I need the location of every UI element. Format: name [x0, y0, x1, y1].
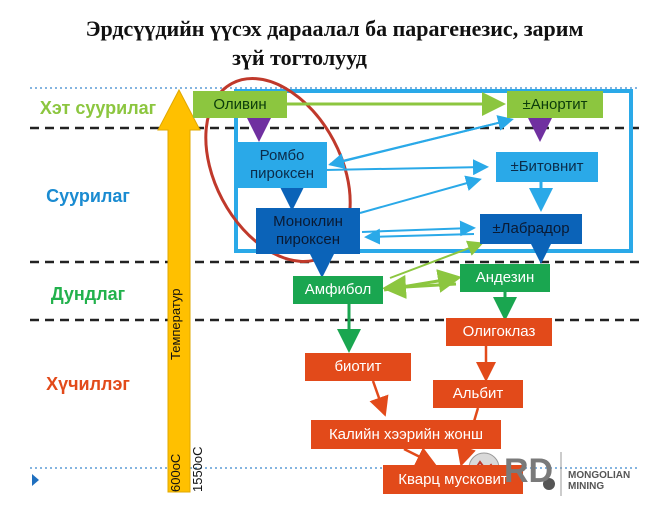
mineral-amphibole: Амфибол [293, 276, 383, 304]
temperature-high: 1550оС [190, 446, 205, 492]
mineral-bytownite: ±Битовнит [496, 152, 598, 182]
temperature-label: Температур [168, 288, 183, 360]
logo-mark: RD [504, 452, 554, 490]
mineral-andesine: Андезин [460, 264, 550, 292]
mineral-oligoclase: Олигоклаз [446, 318, 552, 346]
zone-basic: Суурилаг [46, 186, 130, 206]
zone-ultrabasic: Хэт суурилаг [39, 98, 157, 118]
zone-acidic: Хүчиллэг [46, 374, 130, 394]
title-line-2: зүй тогтолууд [232, 45, 367, 70]
title-line-1: Эрдсүүдийн үүсэх дараалал ба парагенезис… [85, 16, 584, 41]
mineral-rhombic-pyroxene: Ромбо пироксен [237, 142, 327, 188]
basic-frame [234, 89, 633, 253]
mineral-k-feldspar: Калийн хээрийн жонш [311, 420, 501, 449]
mineral-olivine: Оливин [193, 91, 287, 118]
mineral-anorthite: ±Анортит [507, 91, 603, 118]
temperature-low: 600оС [168, 453, 183, 492]
mineral-labradorite: ±Лабрадор [480, 214, 582, 244]
mineral-albite: Альбит [433, 380, 523, 408]
mineral-quartz-muscovite: Кварц мусковит [383, 465, 523, 494]
mineral-biotite: биотит [305, 353, 411, 381]
page-title: Эрдсүүдийн үүсэх дараалал ба парагенезис… [0, 14, 669, 72]
logo-text: MONGOLIAN MINING [568, 470, 631, 492]
zone-intermediate: Дундлаг [50, 284, 126, 304]
slide-marker [32, 474, 39, 486]
mineral-monoclinic-pyroxene: Моноклин пироксен [256, 208, 360, 254]
temperature-arrow [157, 88, 201, 493]
